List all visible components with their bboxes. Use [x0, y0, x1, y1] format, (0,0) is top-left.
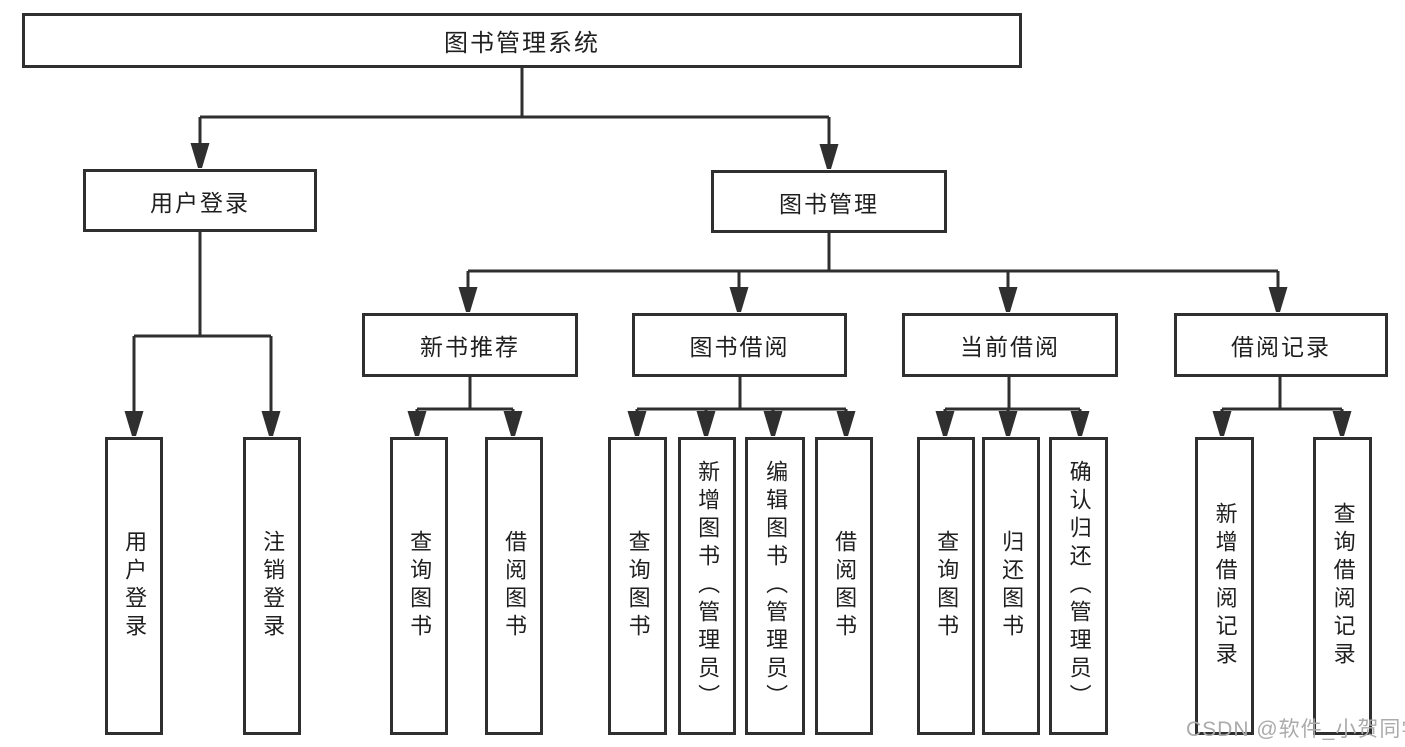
leaf-cb-return-book: 归还图书	[982, 437, 1040, 735]
leaf-br-add-record-label: 新增借阅记录	[1212, 502, 1238, 670]
node-new-book-recommend: 新书推荐	[362, 313, 578, 377]
csdn-watermark: CSDN @软件_小贺同学	[1186, 718, 1405, 741]
leaf-logout-label: 注销登录	[260, 530, 286, 642]
leaf-br-query-record-label: 查询借阅记录	[1330, 502, 1356, 670]
leaf-bb-query-book-label: 查询图书	[625, 530, 651, 642]
node-book-management-system: 图书管理系统	[22, 13, 1022, 68]
node-book-management: 图书管理	[711, 170, 947, 233]
leaf-br-query-record: 查询借阅记录	[1313, 437, 1372, 735]
node-book-borrow: 图书借阅	[632, 313, 847, 377]
leaf-bb-edit-book-admin-label: 编辑图书（管理员）	[763, 460, 789, 712]
leaf-nbr-borrow-book-label: 借阅图书	[502, 530, 528, 642]
node-borrow-records: 借阅记录	[1174, 313, 1388, 377]
node-current-borrow: 当前借阅	[902, 313, 1118, 377]
leaf-bb-add-book-admin: 新增图书（管理员）	[678, 437, 736, 735]
leaf-bb-add-book-admin-label: 新增图书（管理员）	[695, 460, 721, 712]
leaf-cb-query-book-label: 查询图书	[934, 530, 960, 642]
leaf-bb-borrow-book: 借阅图书	[815, 437, 873, 735]
leaf-cb-confirm-return-admin-label: 确认归还（管理员）	[1066, 460, 1092, 712]
leaf-cb-confirm-return-admin: 确认归还（管理员）	[1049, 437, 1108, 735]
leaf-logout: 注销登录	[243, 437, 301, 735]
leaf-cb-return-book-label: 归还图书	[999, 530, 1025, 642]
leaf-br-add-record: 新增借阅记录	[1195, 437, 1254, 735]
leaf-nbr-borrow-book: 借阅图书	[485, 437, 543, 735]
leaf-nbr-query-book: 查询图书	[390, 437, 448, 735]
leaf-bb-borrow-book-label: 借阅图书	[832, 530, 858, 642]
leaf-user-login: 用户登录	[105, 437, 163, 735]
leaf-user-login-label: 用户登录	[122, 530, 148, 642]
leaf-cb-query-book: 查询图书	[917, 437, 975, 735]
leaf-nbr-query-book-label: 查询图书	[407, 530, 433, 642]
node-user-login: 用户登录	[83, 169, 317, 232]
leaf-bb-query-book: 查询图书	[608, 437, 667, 735]
leaf-bb-edit-book-admin: 编辑图书（管理员）	[745, 437, 805, 735]
